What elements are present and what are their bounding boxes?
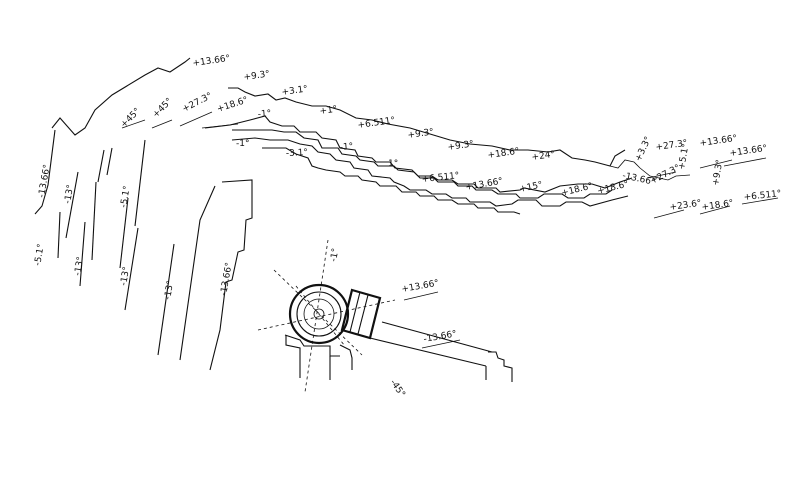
angle-label: +13.66° xyxy=(192,54,231,69)
axis-diagonal xyxy=(273,269,363,356)
axis-vertical xyxy=(304,239,329,393)
angle-label: -45° xyxy=(388,378,407,399)
underline xyxy=(421,339,461,349)
angle-label: -13.66° xyxy=(423,329,458,345)
axis-horizontal xyxy=(257,299,396,331)
underline xyxy=(201,123,239,129)
angle-label: +45° xyxy=(151,96,175,120)
stair-line-1 xyxy=(204,115,633,193)
left-vertical-strokes xyxy=(34,129,253,371)
axis-diagonal-2 xyxy=(295,285,346,347)
underline xyxy=(653,209,685,219)
outer-wall-line xyxy=(51,57,191,136)
angle-label: -13° xyxy=(73,256,86,277)
angle-label: +18.6° xyxy=(487,147,520,161)
stair-line-3 xyxy=(232,129,613,199)
inner-ring xyxy=(303,298,335,330)
foundation-block xyxy=(339,344,353,370)
angle-label: +9.3° xyxy=(243,69,270,83)
underline xyxy=(151,119,173,129)
left-stroke-e xyxy=(97,149,105,183)
angle-label: -13° xyxy=(119,266,132,287)
foundation-step xyxy=(285,335,301,378)
angle-label: +3.3° xyxy=(634,135,654,163)
angle-label: +27.3° xyxy=(655,139,688,153)
middle-ring xyxy=(296,291,342,337)
stair-line-4 xyxy=(262,147,521,215)
angle-label: +9.3° xyxy=(447,139,474,153)
angle-label: +13.66° xyxy=(401,279,440,295)
left-stroke-b xyxy=(57,211,61,259)
stair-line-2 xyxy=(231,137,629,207)
underline xyxy=(647,171,677,179)
underline xyxy=(699,159,733,169)
angle-label: -1° xyxy=(257,109,271,120)
left-stroke-k xyxy=(157,243,175,356)
angle-label: +27.3° xyxy=(181,91,214,114)
angle-label: -13.66° xyxy=(37,164,53,199)
upper-wall-outline xyxy=(51,57,691,215)
angle-label: +24° xyxy=(531,150,556,163)
angle-label: +6.511° xyxy=(421,171,460,185)
angle-label: -1° xyxy=(329,248,341,263)
long-wall-line xyxy=(381,321,493,353)
angle-label: -13° xyxy=(63,184,76,205)
angle-label: +15° xyxy=(519,180,544,195)
angle-label: -5.1° xyxy=(119,185,133,208)
end-block xyxy=(488,351,513,382)
left-stroke-c xyxy=(65,171,79,239)
right-cap-line xyxy=(609,159,691,181)
angle-label: +6.511° xyxy=(743,189,782,203)
left-stroke-h xyxy=(119,197,129,269)
angle-label: -13° xyxy=(163,280,176,301)
underline xyxy=(723,157,767,167)
angle-label: -5.1° xyxy=(33,243,47,266)
outer-ring xyxy=(288,283,350,345)
circular-structure xyxy=(257,239,396,393)
angle-label: +13.66° xyxy=(729,144,768,159)
angle-label: -1° xyxy=(339,142,353,153)
underline xyxy=(699,205,731,215)
annex-divider-2 xyxy=(357,294,369,335)
underline xyxy=(179,111,213,127)
angle-label: +1° xyxy=(319,105,338,117)
angle-label: -3.1° xyxy=(286,148,309,159)
left-stroke-j xyxy=(134,139,146,227)
angle-label: +18.6° xyxy=(701,199,734,213)
angle-label: +3.1° xyxy=(281,84,308,98)
underline xyxy=(741,197,779,205)
angle-label: +6.511° xyxy=(357,116,396,131)
underline xyxy=(121,119,146,129)
underline xyxy=(403,291,439,301)
left-stroke-d xyxy=(79,221,86,287)
left-stroke-f xyxy=(91,181,97,261)
annex-divider xyxy=(349,291,361,333)
foundation-left xyxy=(284,334,340,357)
left-stroke-i xyxy=(124,227,139,311)
left-stroke-a xyxy=(34,129,56,215)
angle-label: +13.66° xyxy=(699,134,738,149)
angle-label: -1° xyxy=(236,139,249,149)
angle-label: +9.3° xyxy=(407,127,434,141)
angle-label: +45° xyxy=(119,106,143,130)
left-stroke-g xyxy=(106,147,113,176)
angle-label: +9.3° xyxy=(711,159,725,187)
angle-label: +18.6° xyxy=(216,95,250,114)
angle-label: +18.6° xyxy=(560,181,594,198)
label-underlines xyxy=(121,111,779,349)
long-wall-line-2 xyxy=(369,337,487,367)
left-stroke-m xyxy=(209,179,253,371)
lower-foundation xyxy=(284,321,513,382)
wall-top-line xyxy=(228,87,626,167)
angle-label: +23.6° xyxy=(669,199,702,213)
angle-label: +18.6° xyxy=(596,179,630,196)
angle-labels: +13.66° +9.3° +3.1° +1° +6.511° +9.3° +9… xyxy=(33,54,782,400)
angle-label: +5.1° xyxy=(677,143,691,171)
angle-label: 1° xyxy=(388,159,398,169)
center-ring xyxy=(313,308,325,320)
left-stroke-l xyxy=(179,185,216,361)
